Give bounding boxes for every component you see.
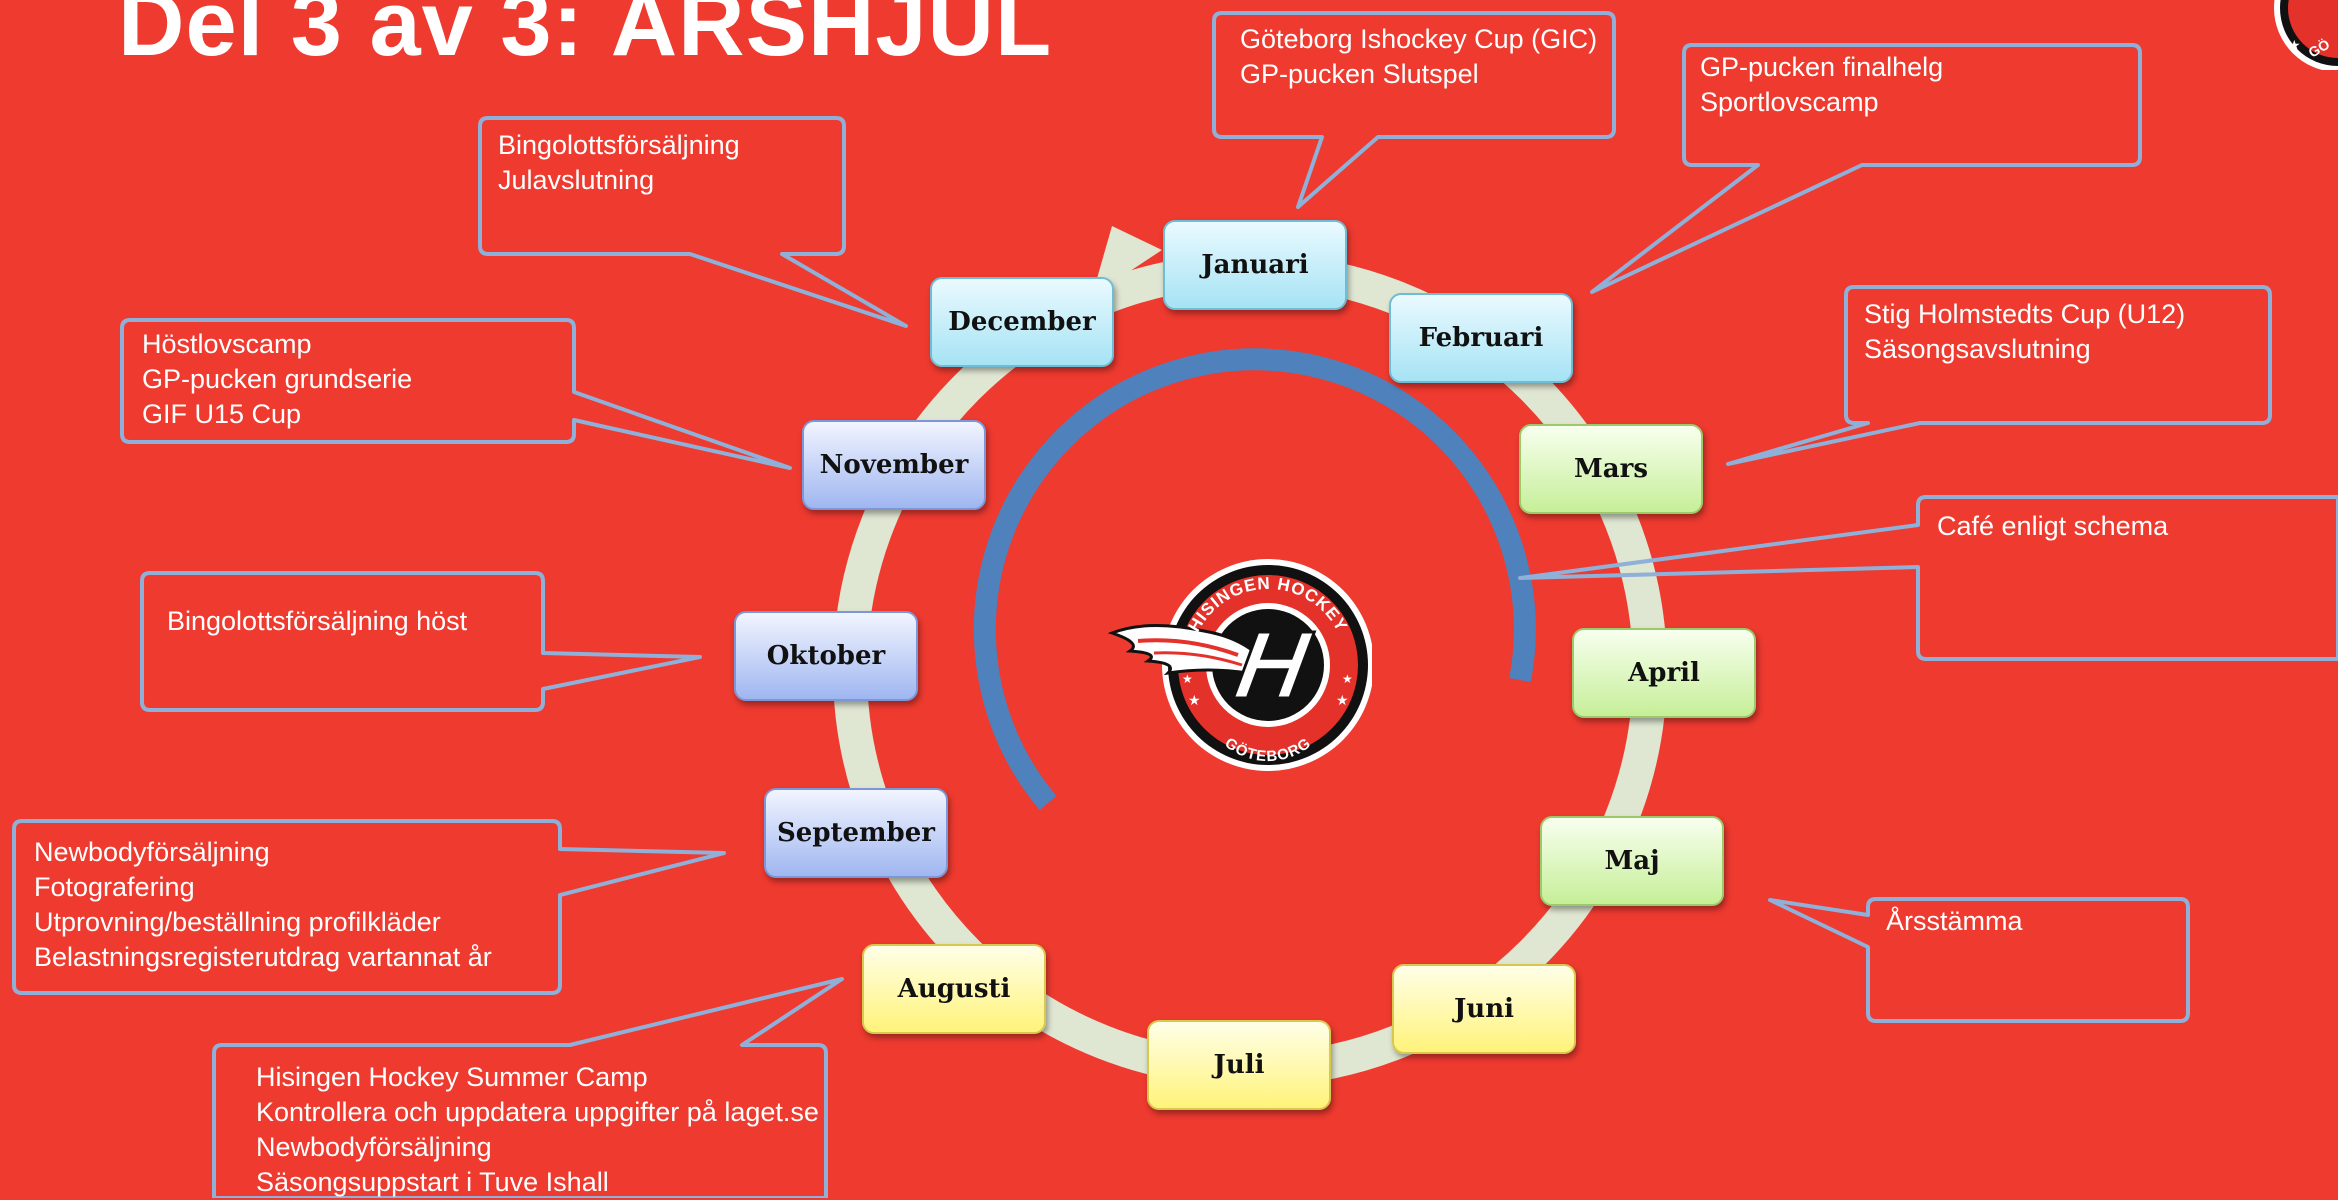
callout-augusti: Hisingen Hockey Summer Camp Kontrollera … (256, 1060, 819, 1200)
month-december: December (930, 277, 1114, 367)
month-november: November (802, 420, 986, 510)
callout-line: GP-pucken grundserie (142, 364, 413, 394)
callout-september: Newbodyförsäljning Fotografering Utprovn… (34, 835, 492, 975)
callout-line: GP-pucken Slutspel (1240, 59, 1479, 89)
hisingen-hockey-logo: H HISINGEN HOCKEY GÖTEBORG ★ ★ ★ ★ (1108, 559, 1372, 771)
callout-oktober: Bingolottsförsäljning höst (167, 604, 467, 639)
callout-line: Café enligt schema (1937, 511, 2169, 541)
callout-line: Utprovning/beställning profilkläder (34, 907, 441, 937)
callout-september-bubble (12, 819, 726, 995)
callout-line: Höstlovscamp (142, 329, 312, 359)
star-icon: ★ (2288, 37, 2301, 53)
month-juni: Juni (1392, 964, 1576, 1054)
callout-oktober-bubble (140, 571, 702, 712)
callout-december: Bingolottsförsäljning Julavslutning (498, 128, 740, 198)
callout-line: Bingolottsförsäljning höst (167, 606, 468, 636)
callout-november: Höstlovscamp GP-pucken grundserie GIF U1… (142, 327, 412, 432)
callout-maj: Årsstämma (1886, 904, 2023, 939)
callout-line: Julavslutning (498, 165, 655, 195)
callout-februari-bubble (1590, 43, 2142, 294)
callout-line: Bingolottsförsäljning (498, 130, 740, 160)
callout-maj-bubble (1768, 897, 2190, 1023)
callout-line: GP-pucken finalhelg (1700, 52, 1944, 82)
callout-mars: Stig Holmstedts Cup (U12) Säsongsavslutn… (1864, 297, 2185, 367)
callout-line: Belastningsregisterutdrag vartannat år (34, 942, 492, 972)
callout-februari: GP-pucken finalhelg Sportlovscamp (1700, 50, 1943, 120)
callout-line: Årsstämma (1886, 906, 2023, 936)
callout-mars-bubble (1726, 285, 2272, 466)
corner-logo: ★ GÖ (2274, 0, 2338, 70)
callout-december-bubble (478, 116, 908, 328)
callout-line: Sportlovscamp (1700, 87, 1879, 117)
callout-line: Stig Holmstedts Cup (U12) (1864, 299, 2186, 329)
page-title: Del 3 av 3: ÅRSHJUL (118, 0, 1053, 75)
callout-cafe-bubble (1518, 495, 2338, 661)
month-april: April (1572, 628, 1756, 718)
callout-line: Kontrollera och uppdatera uppgifter på l… (256, 1097, 819, 1127)
month-augusti: Augusti (862, 944, 1046, 1034)
star-icon: ★ (1336, 692, 1349, 708)
month-maj: Maj (1540, 816, 1724, 906)
star-icon: ★ (1188, 692, 1201, 708)
month-mars: Mars (1519, 424, 1703, 514)
callout-januari-bubble (1212, 11, 1616, 209)
ring-arrow-icon (1092, 226, 1162, 296)
inner-blue-arc (973, 348, 1536, 811)
callout-line: GIF U15 Cup (142, 399, 302, 429)
callout-line: Newbodyförsäljning (256, 1132, 492, 1162)
month-januari: Januari (1163, 220, 1347, 310)
callout-augusti-bubble (212, 977, 844, 1198)
callout-cafe: Café enligt schema (1937, 509, 2168, 544)
callout-november-bubble (120, 318, 792, 470)
wing-icon (1108, 624, 1260, 676)
callout-januari: Göteborg Ishockey Cup (GIC) GP-pucken Sl… (1240, 22, 1597, 92)
month-oktober: Oktober (734, 611, 918, 701)
callout-line: Fotografering (34, 872, 195, 902)
callout-line: Säsongsavslutning (1864, 334, 2091, 364)
month-februari: Februari (1389, 293, 1573, 383)
callout-line: Göteborg Ishockey Cup (GIC) (1240, 24, 1598, 54)
month-september: September (764, 788, 948, 878)
star-icon: ★ (1342, 672, 1353, 686)
month-juli: Juli (1147, 1020, 1331, 1110)
star-icon: ★ (1182, 672, 1193, 686)
callout-line: Säsongsuppstart i Tuve Ishall (256, 1167, 609, 1197)
callout-line: Newbodyförsäljning (34, 837, 270, 867)
callout-line: Hisingen Hockey Summer Camp (256, 1062, 648, 1092)
